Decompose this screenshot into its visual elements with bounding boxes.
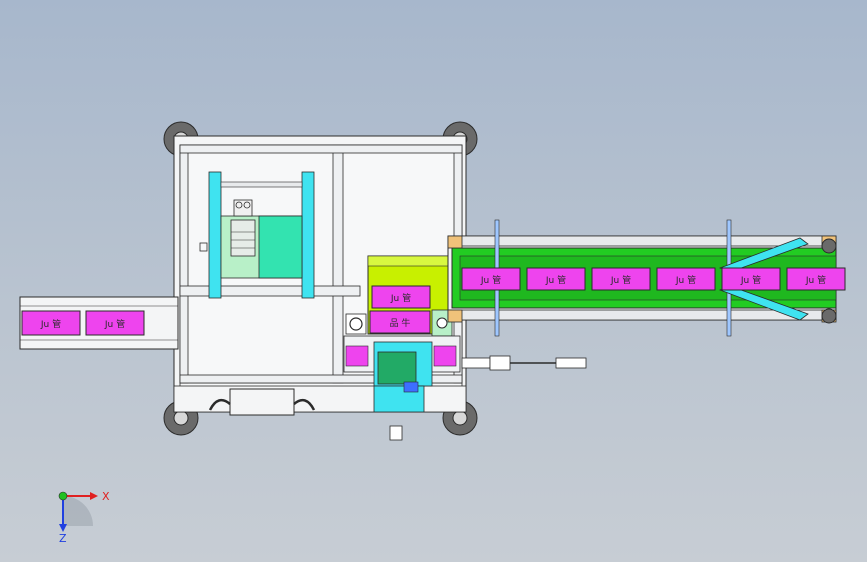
product-box: Ju 管 [721, 267, 781, 291]
product-box-label: 品 牛 [390, 317, 411, 329]
product-box-label: Ju 管 [610, 274, 631, 286]
product-box: Ju 管 [371, 285, 431, 309]
infeed-conveyor: Ju 管 Ju 管 [19, 296, 179, 350]
product-box-label: Ju 管 [675, 274, 696, 286]
product-box-label: Ju 管 [390, 292, 411, 304]
product-box: Ju 管 [85, 310, 145, 336]
frame-handle [208, 388, 316, 416]
product-box: Ju 管 [591, 267, 651, 291]
pneumatic-cylinder [461, 355, 587, 371]
product-box-label: Ju 管 [480, 274, 501, 286]
product-box-label: Ju 管 [740, 274, 761, 286]
product-box-label: Ju 管 [40, 318, 61, 330]
product-box-label: Ju 管 [805, 274, 826, 286]
z-axis-label: Z [59, 532, 67, 545]
transfer-assembly: Ju 管 品 牛 [343, 255, 461, 441]
product-box: Ju 管 [21, 310, 81, 336]
product-box-label: Ju 管 [545, 274, 566, 286]
product-box: Ju 管 [461, 267, 521, 291]
product-box: Ju 管 [656, 267, 716, 291]
outfeed-conveyor: Ju 管 Ju 管 Ju 管 Ju 管 Ju 管 Ju 管 [447, 219, 846, 337]
x-axis-label: X [102, 490, 110, 503]
product-box: Ju 管 [526, 267, 586, 291]
product-box-label: Ju 管 [104, 318, 125, 330]
product-box: Ju 管 [786, 267, 846, 291]
product-box: 品 牛 [369, 310, 431, 334]
gripper-assembly [208, 171, 315, 299]
axis-triad: X Z [58, 490, 110, 545]
